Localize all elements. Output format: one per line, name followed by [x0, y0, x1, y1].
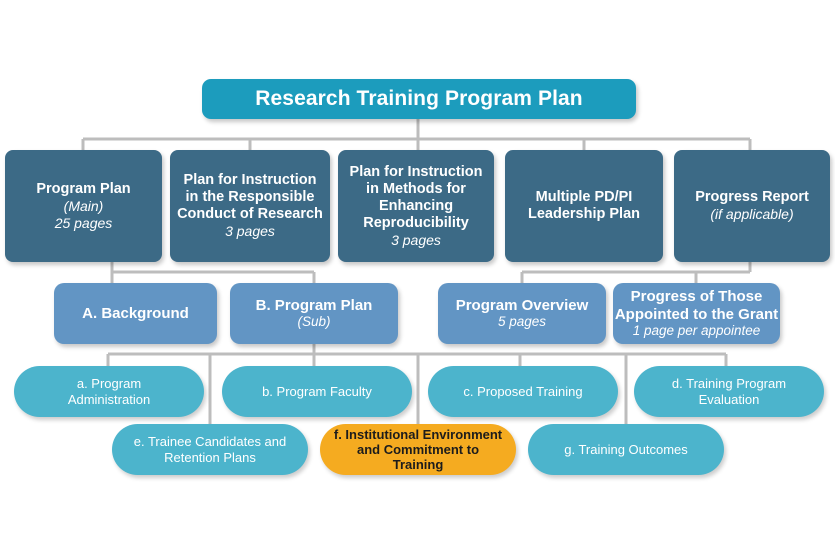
node-c-proposed-training[interactable]: c. Proposed Training: [428, 366, 618, 417]
node-label-line1: f. Institutional Environment: [333, 426, 503, 442]
node-label-line3: 1 page per appointee: [632, 323, 761, 339]
node-label-line2: 5 pages: [497, 314, 547, 330]
node-plan-responsible-conduct-of-research[interactable]: Plan for Instruction in the Responsible …: [170, 150, 330, 262]
node-label-line1: d. Training Program: [671, 376, 787, 392]
node-title-line: Research Training Program Plan: [255, 86, 583, 110]
node-label-line2: in Methods for: [366, 180, 466, 197]
node-multiple-pd-pi-leadership-plan[interactable]: Multiple PD/PI Leadership Plan: [505, 150, 663, 262]
node-label-line1: e. Trainee Candidates and: [133, 434, 287, 450]
node-progress-of-those-appointed[interactable]: Progress of Those Appointed to the Grant…: [613, 283, 780, 344]
node-program-plan-main[interactable]: Program Plan (Main) 25 pages: [5, 150, 162, 262]
node-label-line1: a. Program: [76, 376, 142, 392]
node-label-line2: Retention Plans: [164, 449, 256, 465]
node-label-line1: c. Proposed Training: [463, 383, 583, 399]
node-g-training-outcomes[interactable]: g. Training Outcomes: [528, 424, 724, 475]
node-label-line2: Appointed to the Grant: [614, 305, 779, 323]
node-plan-enhancing-reproducibility[interactable]: Plan for Instruction in Methods for Enha…: [338, 150, 494, 262]
node-label-line2: Administration: [67, 391, 151, 407]
node-label-line1: Progress of Those: [630, 287, 763, 305]
node-label-line2: and Commitment to: [356, 441, 480, 457]
node-label-line4: 3 pages: [225, 223, 275, 240]
node-label-line2: (Sub): [297, 314, 331, 330]
node-b-program-plan-sub[interactable]: B. Program Plan (Sub): [230, 283, 398, 344]
node-label-line1: Program Overview: [455, 296, 589, 314]
node-f-institutional-environment[interactable]: f. Institutional Environment and Commitm…: [320, 424, 516, 475]
node-a-program-administration[interactable]: a. Program Administration: [14, 366, 204, 417]
node-label-line1: g. Training Outcomes: [564, 441, 688, 457]
node-label-line3: Conduct of Research: [177, 206, 323, 223]
node-label-line1: Program Plan: [36, 180, 131, 197]
node-label-line1: b. Program Faculty: [262, 383, 372, 399]
node-label-line2: in the Responsible: [185, 189, 315, 206]
node-label-line1: Multiple PD/PI: [535, 188, 633, 205]
node-label-line1: Progress Report: [695, 189, 809, 206]
node-label-line1: A. Background: [82, 304, 189, 322]
node-label-line2: Evaluation: [698, 391, 760, 407]
node-b-program-faculty[interactable]: b. Program Faculty: [222, 366, 412, 417]
node-label-line3: Training: [392, 457, 444, 473]
node-label-line2: (Main): [63, 198, 104, 215]
node-program-overview[interactable]: Program Overview 5 pages: [438, 283, 606, 344]
node-d-training-program-evaluation[interactable]: d. Training Program Evaluation: [634, 366, 824, 417]
node-label-line2: Leadership Plan: [527, 206, 640, 222]
node-label-line1: Plan for Instruction: [183, 172, 317, 189]
node-label-line3: Enhancing: [378, 197, 454, 214]
node-label-line3: 25 pages: [54, 214, 113, 231]
node-label-line1: Plan for Instruction: [349, 163, 483, 180]
node-label-line1: B. Program Plan: [255, 296, 373, 314]
node-label-line4: Reproducibility: [363, 214, 469, 231]
node-label-line5: 3 pages: [391, 231, 441, 248]
node-e-trainee-candidates-retention[interactable]: e. Trainee Candidates and Retention Plan…: [112, 424, 308, 475]
node-label-line2: (if applicable): [710, 206, 794, 223]
node-research-training-program-plan[interactable]: Research Training Program Plan: [202, 79, 636, 119]
node-progress-report[interactable]: Progress Report (if applicable): [674, 150, 830, 262]
node-a-background[interactable]: A. Background: [54, 283, 217, 344]
